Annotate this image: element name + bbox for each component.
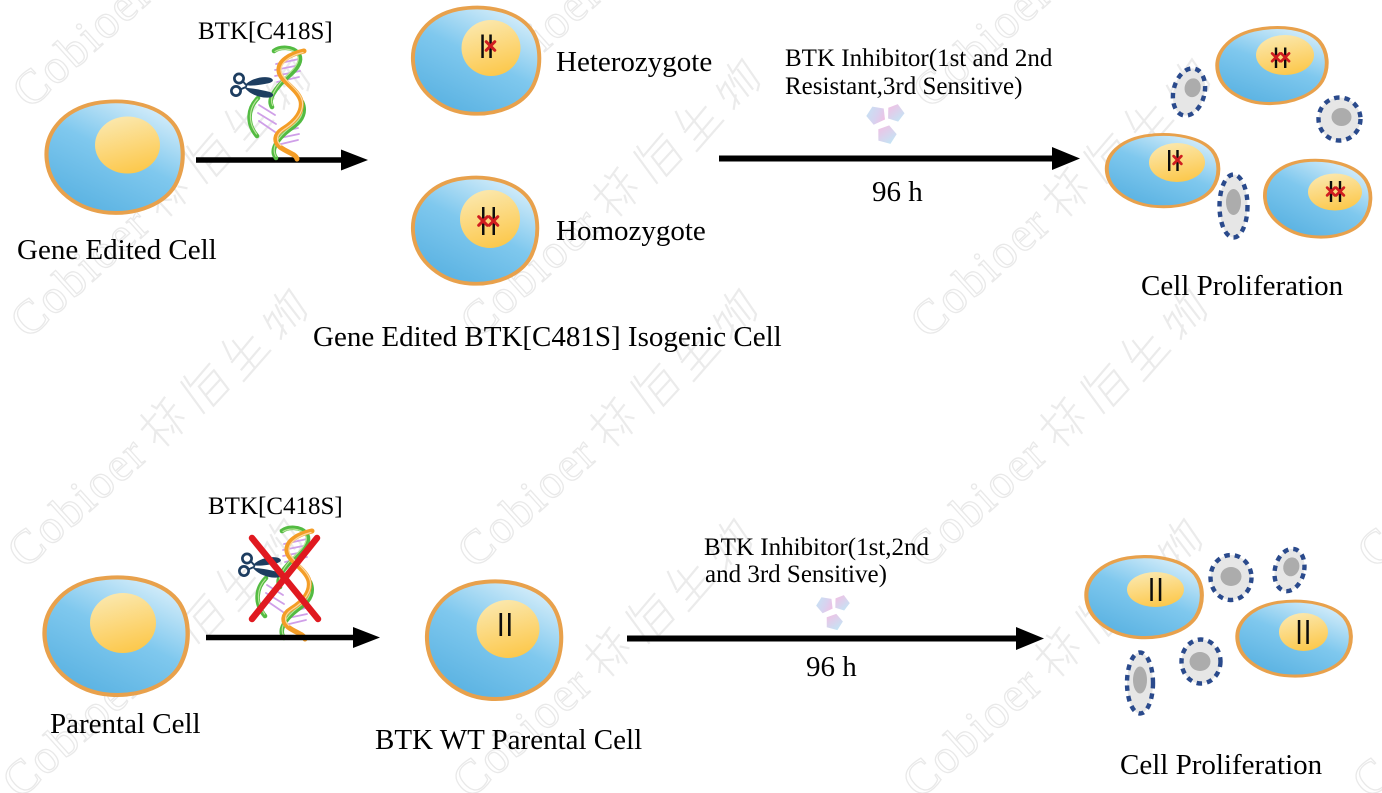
svg-text:Parental Cell: Parental Cell (50, 708, 201, 740)
svg-text:BTK[C418S]: BTK[C418S] (198, 18, 333, 45)
svg-text:Homozygote: Homozygote (556, 215, 706, 247)
svg-text:Resistant,3rd Sensitive): Resistant,3rd Sensitive) (785, 73, 1022, 100)
svg-text:BTK Inhibitor(1st and 2nd: BTK Inhibitor(1st and 2nd (785, 45, 1053, 72)
svg-text:BTK WT Parental Cell: BTK WT Parental Cell (375, 724, 642, 756)
svg-text:Cell Proliferation: Cell Proliferation (1120, 749, 1323, 781)
svg-text:Heterozygote: Heterozygote (556, 46, 712, 78)
svg-text:Gene Edited Cell: Gene Edited Cell (17, 234, 217, 266)
svg-text:96 h: 96 h (872, 176, 923, 208)
svg-text:96 h: 96 h (806, 651, 857, 683)
svg-text:and 3rd Sensitive): and 3rd Sensitive) (705, 561, 887, 588)
svg-text:Gene Edited BTK[C481S] Isogeni: Gene Edited BTK[C481S] Isogenic Cell (313, 321, 782, 353)
svg-text:BTK Inhibitor(1st,2nd: BTK Inhibitor(1st,2nd (704, 534, 929, 561)
svg-text:Cell Proliferation: Cell Proliferation (1141, 270, 1344, 302)
svg-text:BTK[C418S]: BTK[C418S] (208, 493, 343, 520)
